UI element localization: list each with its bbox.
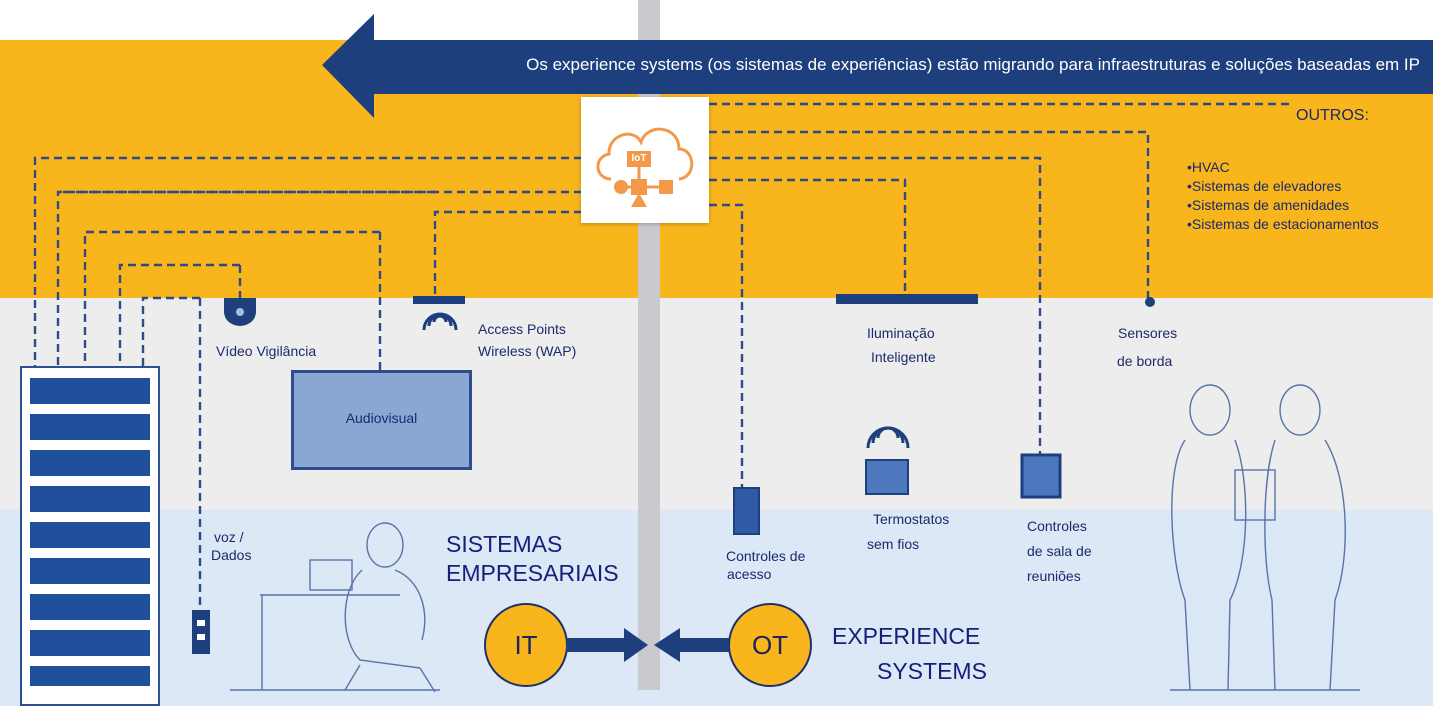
rack-slot <box>30 414 150 440</box>
thermo-label-line2: sem fios <box>867 536 920 552</box>
outros-list: •HVAC •Sistemas de elevadores •Sistemas … <box>1187 158 1379 234</box>
thermo-label-line1: Termostatos <box>873 511 950 527</box>
access-label-line1: Controles de <box>726 548 806 564</box>
meeting-label-line3: reuniões <box>1027 568 1081 584</box>
experience-heading-line2: SYSTEMS <box>877 658 987 684</box>
rack-slot <box>30 522 150 548</box>
outros-item: •Sistemas de elevadores <box>1187 178 1342 194</box>
video-label: Vídeo Vigilância <box>216 343 317 359</box>
network-outlet-icon <box>192 610 210 654</box>
outros-item: •Sistemas de estacionamentos <box>1187 216 1379 232</box>
wifi-access-point-icon <box>413 296 465 331</box>
rack-slot <box>30 558 150 584</box>
rack-slot <box>30 378 150 404</box>
arrow-right-icon <box>566 628 648 662</box>
grey-band <box>0 298 1433 510</box>
experience-heading-line1: EXPERIENCE <box>832 623 981 649</box>
thermostat-icon <box>865 426 910 495</box>
outros-item: •Sistemas de amenidades <box>1187 197 1350 213</box>
arrow-left-icon <box>654 628 729 662</box>
it-circle: IT <box>484 603 568 687</box>
iot-hub: IoT <box>581 97 709 223</box>
meeting-label-line1: Controles <box>1027 518 1087 534</box>
rack-slot <box>30 630 150 656</box>
seated-worker-illustration <box>230 522 440 693</box>
server-rack <box>20 366 160 706</box>
outros-title: OUTROS: <box>1296 107 1369 124</box>
sensor-icon <box>1145 297 1155 307</box>
voice-label-line1: voz / <box>214 529 244 545</box>
light-fixture-icon <box>836 294 978 304</box>
rack-slot <box>30 666 150 686</box>
enterprise-heading-line1: SISTEMAS <box>446 531 563 557</box>
banner-text: Os experience systems (os sistemas de ex… <box>526 55 1420 74</box>
meeting-room-panel-icon <box>1020 453 1062 499</box>
lighting-label-line2: Inteligente <box>871 349 936 365</box>
wap-label-line2: Wireless (WAP) <box>478 343 577 359</box>
iot-label: IoT <box>631 153 647 164</box>
voice-label-line2: Dados <box>211 547 252 563</box>
outros-item: •HVAC <box>1187 159 1230 175</box>
access-control-icon <box>733 487 760 535</box>
rack-slot <box>30 486 150 512</box>
standing-people-illustration <box>1170 384 1360 691</box>
enterprise-heading-line2: EMPRESARIAIS <box>446 560 619 586</box>
wap-label-line1: Access Points <box>478 321 566 337</box>
meeting-label-line2: de sala de <box>1027 543 1092 559</box>
blue-band <box>0 510 1433 706</box>
camera-icon <box>224 298 256 326</box>
rack-slot <box>30 450 150 476</box>
audiovisual-label: Audiovisual <box>345 410 418 426</box>
sensors-label-line1: Sensores <box>1118 325 1178 341</box>
access-label-line2: acesso <box>727 566 772 582</box>
audiovisual-display: Audiovisual <box>291 370 472 470</box>
lighting-label-line1: Iluminação <box>867 325 935 341</box>
iot-cloud-icon <box>596 127 694 207</box>
rack-slot <box>30 594 150 620</box>
ot-circle: OT <box>728 603 812 687</box>
sensors-label-line2: de borda <box>1117 353 1173 369</box>
